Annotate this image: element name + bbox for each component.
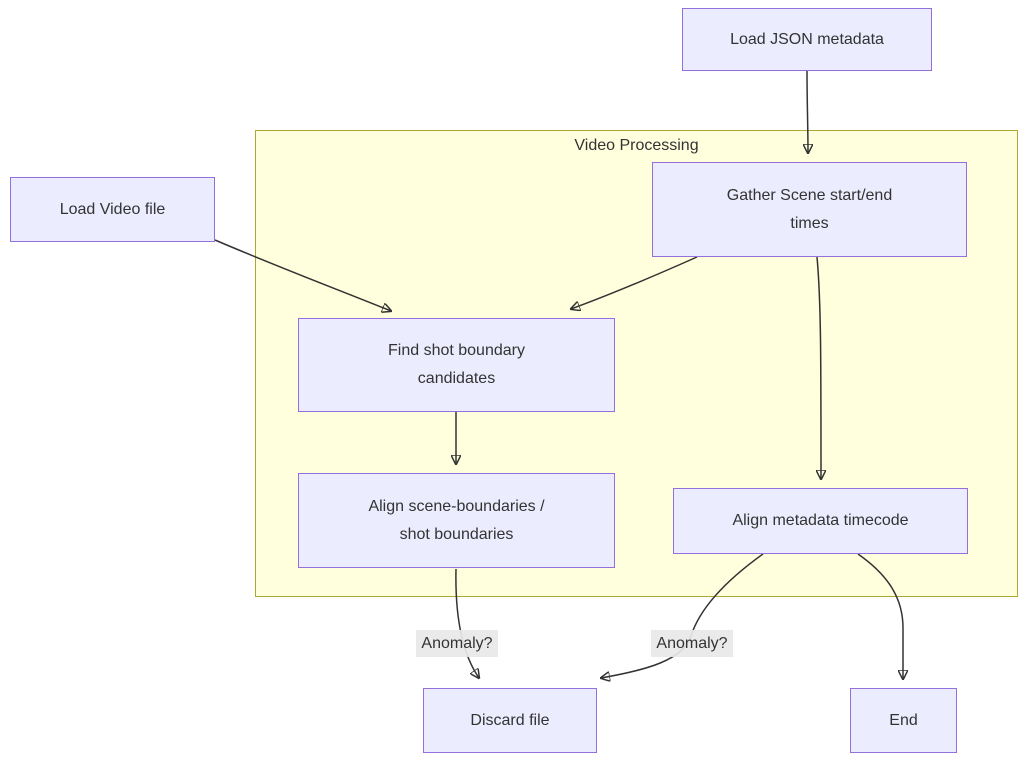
edge-gather-findshot (571, 256, 698, 309)
cluster-title: Video Processing (574, 137, 699, 154)
node-label: Load Video file (59, 200, 166, 218)
edge-label-anomaly-left: Anomaly? (416, 630, 498, 657)
node-align-metadata-timecode: Align metadata timecode (673, 488, 968, 554)
node-label: Discard file (470, 711, 550, 729)
node-load-video-file: Load Video file (10, 177, 215, 242)
edge-alignmeta-discard (601, 553, 764, 678)
edge-loadvideo-findshot (214, 239, 391, 311)
node-find-shot-boundary-candidates: Find shot boundary candidates (298, 318, 615, 412)
edge-label-text: Anomaly? (421, 634, 493, 652)
edge-label-anomaly-right: Anomaly? (651, 630, 733, 657)
node-label: End (889, 711, 918, 729)
node-gather-scene-times: Gather Scene start/end times (652, 162, 967, 257)
node-label: Find shot boundary candidates (388, 342, 525, 387)
edge-label-text: Anomaly? (656, 634, 728, 652)
node-label: Align scene-boundaries / shot boundaries (368, 497, 545, 543)
node-label: Load JSON metadata (730, 30, 884, 48)
node-label: Gather Scene start/end times (726, 186, 893, 232)
edge-gather-alignmeta (817, 256, 821, 479)
edge-alignmeta-end (857, 553, 903, 679)
node-end: End (850, 688, 957, 753)
node-discard-file: Discard file (423, 688, 597, 753)
node-label: Align metadata timecode (732, 512, 909, 529)
node-align-scene-shot-boundaries: Align scene-boundaries / shot boundaries (298, 473, 615, 568)
edge-alignscene-discard (455, 568, 479, 678)
node-load-json-metadata: Load JSON metadata (682, 8, 932, 71)
edge-loadjson-gather (807, 70, 808, 153)
